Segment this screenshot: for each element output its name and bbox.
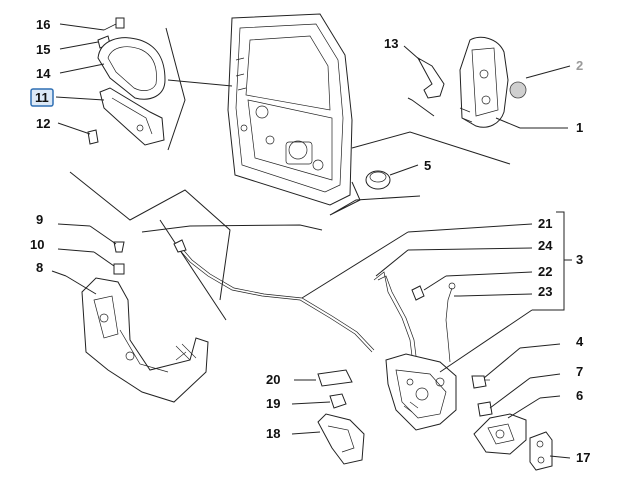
part-outer-handle-1[interactable] <box>459 36 509 128</box>
callout-14[interactable]: 14 <box>36 66 51 81</box>
part-rod-23[interactable] <box>445 282 456 363</box>
part-rod-24[interactable] <box>373 271 417 357</box>
part-cable-21[interactable] <box>173 239 375 353</box>
callout-6[interactable]: 6 <box>576 388 583 403</box>
callout-4[interactable]: 4 <box>576 334 584 349</box>
part-bolt-4[interactable] <box>471 375 490 389</box>
part-bolt-7[interactable] <box>477 401 493 417</box>
part-bracket-18[interactable] <box>317 413 365 465</box>
door-frame <box>227 13 353 206</box>
callout-19[interactable]: 19 <box>266 396 280 411</box>
callout-5[interactable]: 5 <box>424 158 431 173</box>
callout-3[interactable]: 3 <box>576 252 583 267</box>
callout-23[interactable]: 23 <box>538 284 552 299</box>
selected-callout-highlight <box>30 88 54 107</box>
part-inner-handle-bezel-14[interactable] <box>97 37 166 100</box>
callout-7[interactable]: 7 <box>576 364 583 379</box>
callout-17[interactable]: 17 <box>576 450 590 465</box>
part-inner-handle-11[interactable] <box>99 87 165 146</box>
part-plug-5[interactable] <box>365 170 391 190</box>
callout-9[interactable]: 9 <box>36 212 43 227</box>
callout-13[interactable]: 13 <box>384 36 398 51</box>
callout-8[interactable]: 8 <box>36 260 43 275</box>
part-screw-16[interactable] <box>103 17 125 31</box>
callout-18[interactable]: 18 <box>266 426 280 441</box>
callout-10[interactable]: 10 <box>30 237 44 252</box>
part-plate-17[interactable] <box>529 431 553 471</box>
part-nut-10[interactable] <box>113 263 125 275</box>
part-screw-9[interactable] <box>113 241 125 253</box>
callout-15[interactable]: 15 <box>36 42 50 57</box>
callout-22[interactable]: 22 <box>538 264 552 279</box>
callout-2[interactable]: 2 <box>576 58 583 73</box>
callout-1[interactable]: 1 <box>576 120 583 135</box>
callout-11[interactable]: 11 <box>35 90 49 105</box>
part-clip-22[interactable] <box>411 285 425 301</box>
callout-21[interactable]: 21 <box>538 216 552 231</box>
callout-16[interactable]: 16 <box>36 17 50 32</box>
part-cap-13[interactable] <box>416 56 445 99</box>
part-hinge-bracket-8[interactable] <box>81 277 209 403</box>
callout-12[interactable]: 12 <box>36 116 50 131</box>
part-nut-19[interactable] <box>329 393 347 409</box>
part-screw-12[interactable] <box>87 129 99 145</box>
part-pad-20[interactable] <box>317 369 353 387</box>
part-striker-6[interactable] <box>473 413 527 455</box>
callout-24[interactable]: 24 <box>538 238 553 253</box>
part-door-lock-3[interactable] <box>385 353 457 431</box>
part-cap-2[interactable] <box>509 81 527 99</box>
callout-20[interactable]: 20 <box>266 372 280 387</box>
